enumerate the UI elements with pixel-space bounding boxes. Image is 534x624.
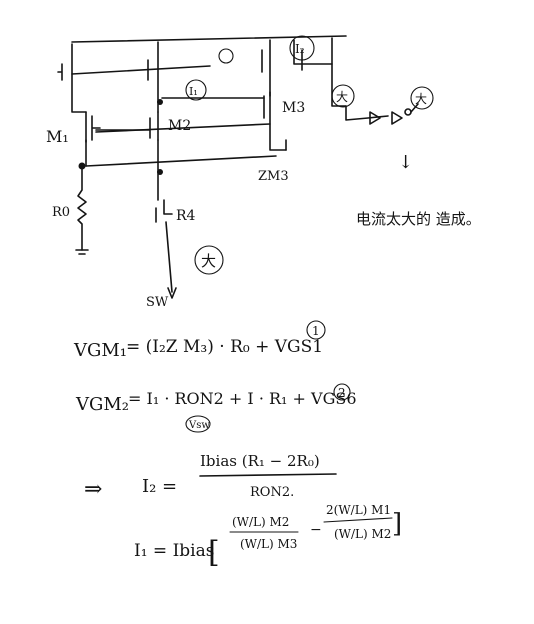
eq4-frac2-den: (W/L) M2: [334, 527, 391, 541]
resistor-r0: [75, 167, 89, 255]
eq2-number-circle: [333, 383, 351, 401]
eq1-lhs: VGM₁: [73, 340, 127, 361]
eq1-number: 1: [312, 324, 320, 338]
note-current-too-large: 电流太大的 造成。: [356, 210, 481, 228]
eq4-frac1-num: (W/L) M2: [232, 515, 289, 529]
node-dot: [157, 169, 163, 175]
label-i1: I₁: [189, 85, 198, 98]
switch-r4: [155, 199, 177, 299]
gate-link-top: [71, 65, 211, 75]
eq4-lhs: I₁ = Ibias: [134, 541, 214, 561]
eq1-number-circle: [306, 320, 326, 340]
label-sw: SW: [146, 295, 169, 310]
eq2-number: 2: [338, 386, 346, 400]
marker-circle: [410, 86, 434, 110]
transistor-m2: [95, 41, 159, 201]
label-zm3: ZM3: [258, 169, 289, 184]
eq2-lhs: VGM₂: [75, 394, 129, 415]
output-branch: [293, 37, 419, 125]
eq4-frac2-num: 2(W/L) M1: [326, 503, 391, 517]
eq4-minus: −: [310, 522, 322, 538]
label-big-2: 大: [415, 92, 427, 106]
eq4-bracket-close: ]: [392, 509, 402, 539]
eq3-denominator: RON2.: [250, 485, 294, 500]
marker-circle: [289, 35, 315, 61]
equations: VGM₁ = (I₂Z M₃) · R₀ + VGS1 1 VGM₂ = I₁ …: [73, 320, 402, 570]
eq3-fraction-bar: [199, 473, 337, 477]
marker-circle: [331, 84, 355, 108]
supply-rail: [71, 35, 347, 43]
label-big-1: 大: [336, 90, 348, 104]
label-m2: M2: [168, 118, 191, 134]
label-big-3: 大: [201, 252, 216, 270]
note-arrow: ↓: [398, 152, 413, 173]
eq3-numerator: Ibias (R₁ − 2R₀): [200, 452, 320, 470]
circuit-schematic: M₁ M2 M3 ZM3 R0 R4 SW I₁ I₂ 大 大 大 ↓ 电流太大…: [46, 35, 481, 310]
marker-circle: [194, 245, 224, 275]
node-dot: [78, 162, 86, 170]
label-m1: M₁: [46, 127, 69, 146]
eq2-rhs: = I₁ · RON2 + I · R₁ + VGS6: [128, 389, 357, 408]
eq4-frac1-den: (W/L) M3: [240, 537, 297, 551]
label-m3: M3: [282, 100, 305, 116]
label-i2: I₂: [295, 42, 305, 56]
marker-circle: [185, 79, 207, 101]
eq3-implies: ⇒: [84, 477, 102, 502]
marker-circle: [218, 48, 234, 64]
transistor-m3: [261, 39, 287, 151]
eq1-rhs: = (I₂Z M₃) · R₀ + VGS1: [126, 337, 323, 357]
eq3-lhs: I₂ =: [142, 476, 177, 497]
eq2-sub: Vsw: [188, 420, 210, 431]
eq4-frac2-bar: [323, 517, 393, 523]
node-dot: [157, 99, 163, 105]
eq4-bracket-open: [: [208, 535, 220, 570]
label-r0: R0: [52, 205, 70, 220]
transistor-m1: [57, 43, 101, 167]
label-r4: R4: [176, 208, 196, 224]
eq2-sub-ellipse: [185, 415, 211, 433]
gate-link-m2: [95, 123, 271, 133]
bias-node-line: [85, 155, 277, 167]
